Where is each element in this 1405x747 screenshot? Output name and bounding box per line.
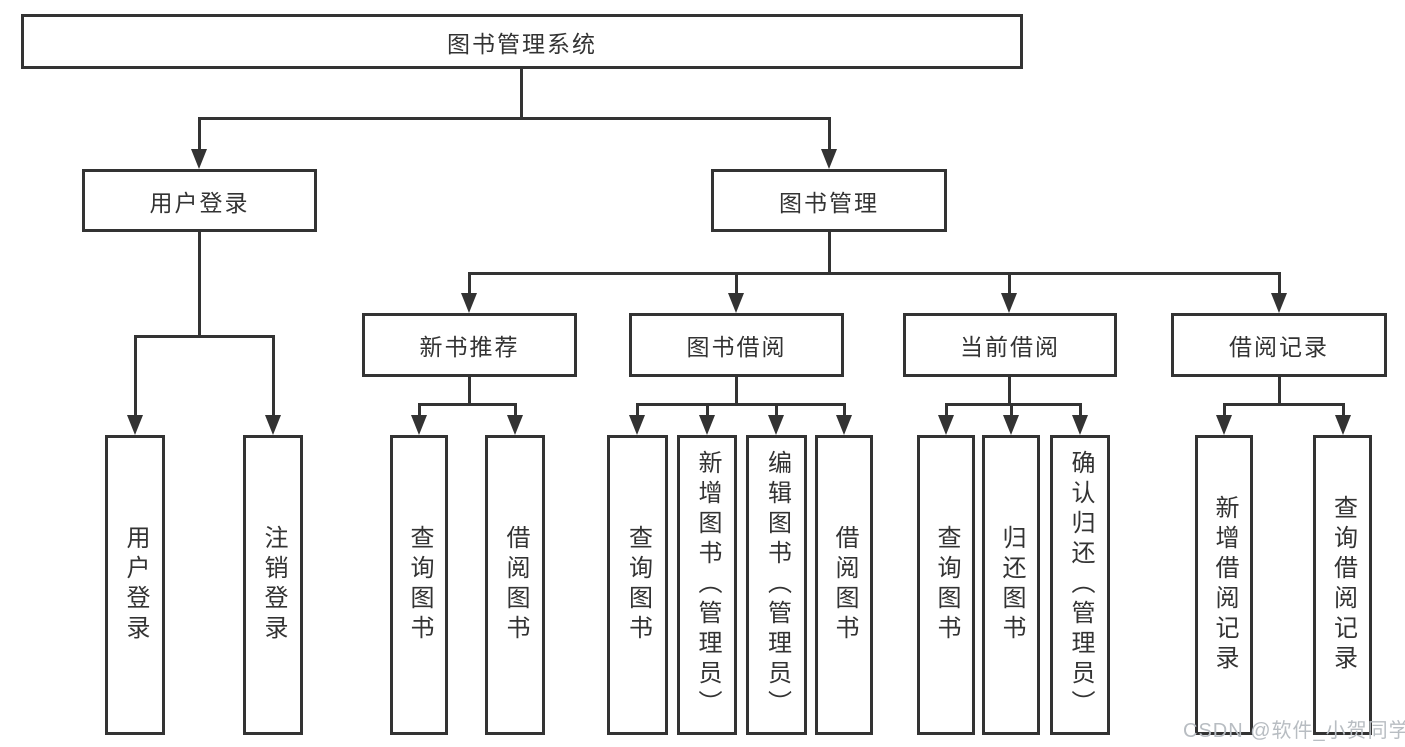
leaf-user-login: 用户登录 — [105, 435, 165, 735]
node-current-borrowing: 当前借阅 — [903, 313, 1117, 377]
connector-drop — [134, 335, 137, 417]
leaf-borrowing-edit-books-admin: 编辑图书（管理员） — [746, 435, 807, 735]
arrowhead-down-icon — [629, 415, 645, 435]
leaf-current-return-books: 归还图书 — [982, 435, 1040, 735]
connector-drop-book-mgmt — [828, 117, 831, 152]
connector-drop — [1223, 403, 1226, 417]
leaf-newbooks-query-books-label: 查询图书 — [406, 525, 433, 645]
connector-root-bar — [198, 117, 831, 120]
arrowhead-down-icon — [191, 149, 207, 169]
connector-drop — [1010, 403, 1013, 417]
node-root: 图书管理系统 — [21, 14, 1023, 69]
leaf-current-confirm-return-admin-label: 确认归还（管理员） — [1067, 450, 1094, 720]
connector-drop — [706, 403, 709, 417]
connector-drop — [1278, 272, 1281, 296]
connector-drop — [1008, 272, 1011, 296]
arrowhead-down-icon — [127, 415, 143, 435]
connector-stem — [735, 377, 738, 406]
connector-drop — [418, 403, 421, 417]
arrowhead-down-icon — [461, 293, 477, 313]
connector-drop — [636, 403, 639, 417]
leaf-records-query-record-label: 查询借阅记录 — [1329, 495, 1357, 675]
arrowhead-down-icon — [1001, 293, 1017, 313]
leaf-borrowing-query-books-label: 查询图书 — [624, 525, 652, 645]
connector-bar — [1223, 403, 1345, 406]
connector-root-stem — [520, 69, 523, 120]
connector-bar — [636, 403, 846, 406]
leaf-current-return-books-label: 归还图书 — [998, 525, 1025, 645]
arrowhead-down-icon — [1072, 415, 1088, 435]
arrowhead-down-icon — [1271, 293, 1287, 313]
node-book-borrowing: 图书借阅 — [629, 313, 844, 377]
csdn-watermark: CSDN @软件_小贺同学 — [1183, 720, 1405, 742]
node-root-label: 图书管理系统 — [447, 30, 597, 57]
connector-drop — [843, 403, 846, 417]
connector-drop — [1079, 403, 1082, 417]
leaf-borrowing-borrow-books: 借阅图书 — [815, 435, 873, 735]
leaf-newbooks-borrow-books: 借阅图书 — [485, 435, 545, 735]
connector-drop-user-login — [198, 117, 201, 152]
node-book-mgmt: 图书管理 — [711, 169, 947, 232]
connector-drop — [514, 403, 517, 417]
leaf-borrowing-add-books-admin: 新增图书（管理员） — [677, 435, 737, 735]
node-borrow-records-label: 借阅记录 — [1229, 334, 1329, 360]
node-new-book-recommend: 新书推荐 — [362, 313, 577, 377]
leaf-newbooks-borrow-books-label: 借阅图书 — [502, 525, 529, 645]
leaf-records-query-record: 查询借阅记录 — [1313, 435, 1372, 735]
leaf-logout: 注销登录 — [243, 435, 303, 735]
connector-drop — [945, 403, 948, 417]
node-user-login-label: 用户登录 — [149, 189, 250, 216]
node-new-book-recommend-label: 新书推荐 — [419, 334, 520, 360]
leaf-records-add-record-label: 新增借阅记录 — [1211, 495, 1238, 675]
leaf-borrowing-edit-books-admin-label: 编辑图书（管理员） — [763, 450, 791, 720]
leaf-current-confirm-return-admin: 确认归还（管理员） — [1050, 435, 1110, 735]
connector-bar — [418, 403, 517, 406]
leaf-borrowing-query-books: 查询图书 — [607, 435, 668, 735]
connector-book-mgmt-stem — [828, 232, 831, 275]
arrowhead-down-icon — [768, 415, 784, 435]
arrowhead-down-icon — [699, 415, 715, 435]
connector-book-mgmt-bar — [468, 272, 1281, 275]
connector-drop — [735, 272, 738, 296]
node-book-borrowing-label: 图书借阅 — [686, 334, 787, 360]
arrowhead-down-icon — [1216, 415, 1232, 435]
leaf-current-query-books-label: 查询图书 — [933, 525, 960, 645]
node-user-login: 用户登录 — [82, 169, 317, 232]
connector-drop — [468, 272, 471, 296]
connector-stem — [1008, 377, 1011, 406]
arrowhead-down-icon — [728, 293, 744, 313]
connector-drop — [272, 335, 275, 417]
connector-bar — [945, 403, 1082, 406]
arrowhead-down-icon — [411, 415, 427, 435]
connector-drop — [1342, 403, 1345, 417]
leaf-user-login-label: 用户登录 — [122, 525, 149, 645]
arrowhead-down-icon — [507, 415, 523, 435]
leaf-borrowing-borrow-books-label: 借阅图书 — [831, 525, 858, 645]
node-borrow-records: 借阅记录 — [1171, 313, 1387, 377]
arrowhead-down-icon — [836, 415, 852, 435]
leaf-logout-label: 注销登录 — [260, 525, 287, 645]
arrowhead-down-icon — [1003, 415, 1019, 435]
node-book-mgmt-label: 图书管理 — [779, 189, 879, 216]
leaf-newbooks-query-books: 查询图书 — [390, 435, 448, 735]
arrowhead-down-icon — [1335, 415, 1351, 435]
connector-drop — [775, 403, 778, 417]
connector-user-login-stem — [198, 232, 201, 336]
leaf-records-add-record: 新增借阅记录 — [1195, 435, 1253, 735]
node-current-borrowing-label: 当前借阅 — [960, 334, 1060, 360]
leaf-borrowing-add-books-admin-label: 新增图书（管理员） — [694, 450, 721, 720]
leaf-current-query-books: 查询图书 — [917, 435, 975, 735]
arrowhead-down-icon — [938, 415, 954, 435]
arrowhead-down-icon — [265, 415, 281, 435]
connector-user-login-bar — [134, 335, 275, 338]
connector-stem — [468, 377, 471, 406]
connector-stem — [1278, 377, 1281, 406]
arrowhead-down-icon — [821, 149, 837, 169]
